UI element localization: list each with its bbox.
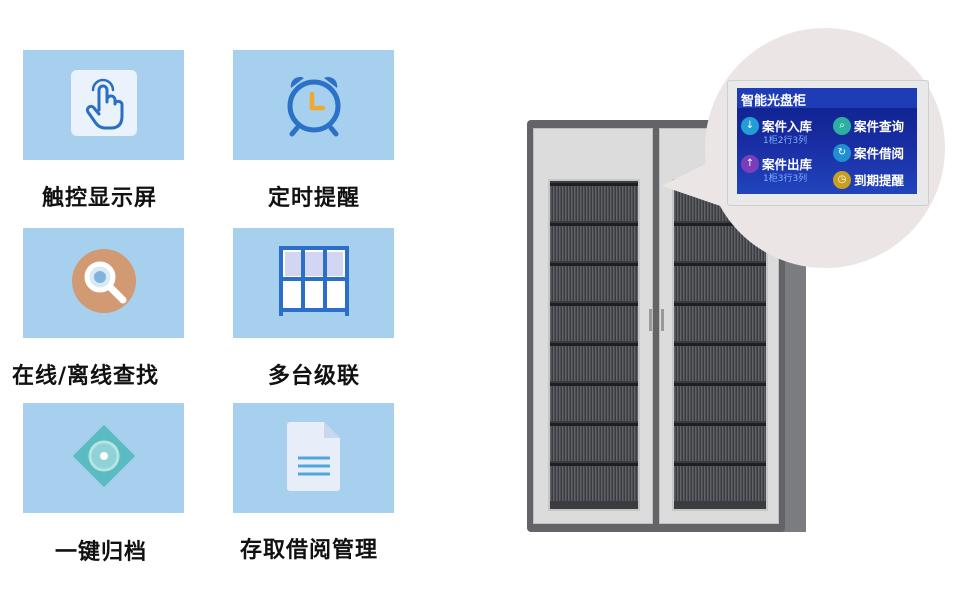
touch-screen-tile <box>23 50 184 160</box>
feature-label: 触控显示屏 <box>42 186 158 211</box>
cabinet-left-glass <box>548 179 640 511</box>
case-deposit-button[interactable]: ↓ 案件入库 <box>741 116 812 135</box>
magnifier-icon <box>69 246 139 320</box>
archive-tile <box>23 403 184 513</box>
touch-hand-icon <box>69 68 139 142</box>
withdraw-location: 1柜3行3列 <box>763 174 808 184</box>
touch-screen: 智能光盘柜 ↓ 案件入库 1柜2行3列 ↑ 案件出库 1柜3行3列 ⌕ 案件查询… <box>737 88 917 194</box>
document-icon <box>282 418 346 498</box>
grid-icon <box>277 244 351 322</box>
deposit-location: 1柜2行3列 <box>763 136 808 146</box>
feature-label: 在线/离线查找 <box>12 364 160 389</box>
case-withdraw-button[interactable]: ↑ 案件出库 <box>741 154 812 173</box>
feature-label: 定时提醒 <box>268 186 361 211</box>
query-icon: ⌕ <box>833 116 851 135</box>
expiry-reminder-button[interactable]: ◷ 到期提醒 <box>833 170 904 189</box>
alarm-clock-icon <box>279 68 349 142</box>
disc-icon <box>62 414 146 502</box>
feature-label: 存取借阅管理 <box>240 538 379 563</box>
screen-title: 智能光盘柜 <box>741 94 807 109</box>
expiry-reminder-icon: ◷ <box>833 170 851 189</box>
case-query-button[interactable]: ⌕ 案件查询 <box>833 116 904 135</box>
feature-label: 多台级联 <box>268 364 361 389</box>
cascade-tile <box>233 228 394 338</box>
lending-tile <box>233 403 394 513</box>
reminder-tile <box>233 50 394 160</box>
borrow-icon: ↻ <box>833 143 851 162</box>
case-borrow-button[interactable]: ↻ 案件借阅 <box>833 143 904 162</box>
feature-label: 一键归档 <box>55 540 148 565</box>
withdraw-icon: ↑ <box>741 154 759 173</box>
search-tile <box>23 228 184 338</box>
deposit-icon: ↓ <box>741 116 759 135</box>
cabinet-left-door <box>533 128 653 524</box>
